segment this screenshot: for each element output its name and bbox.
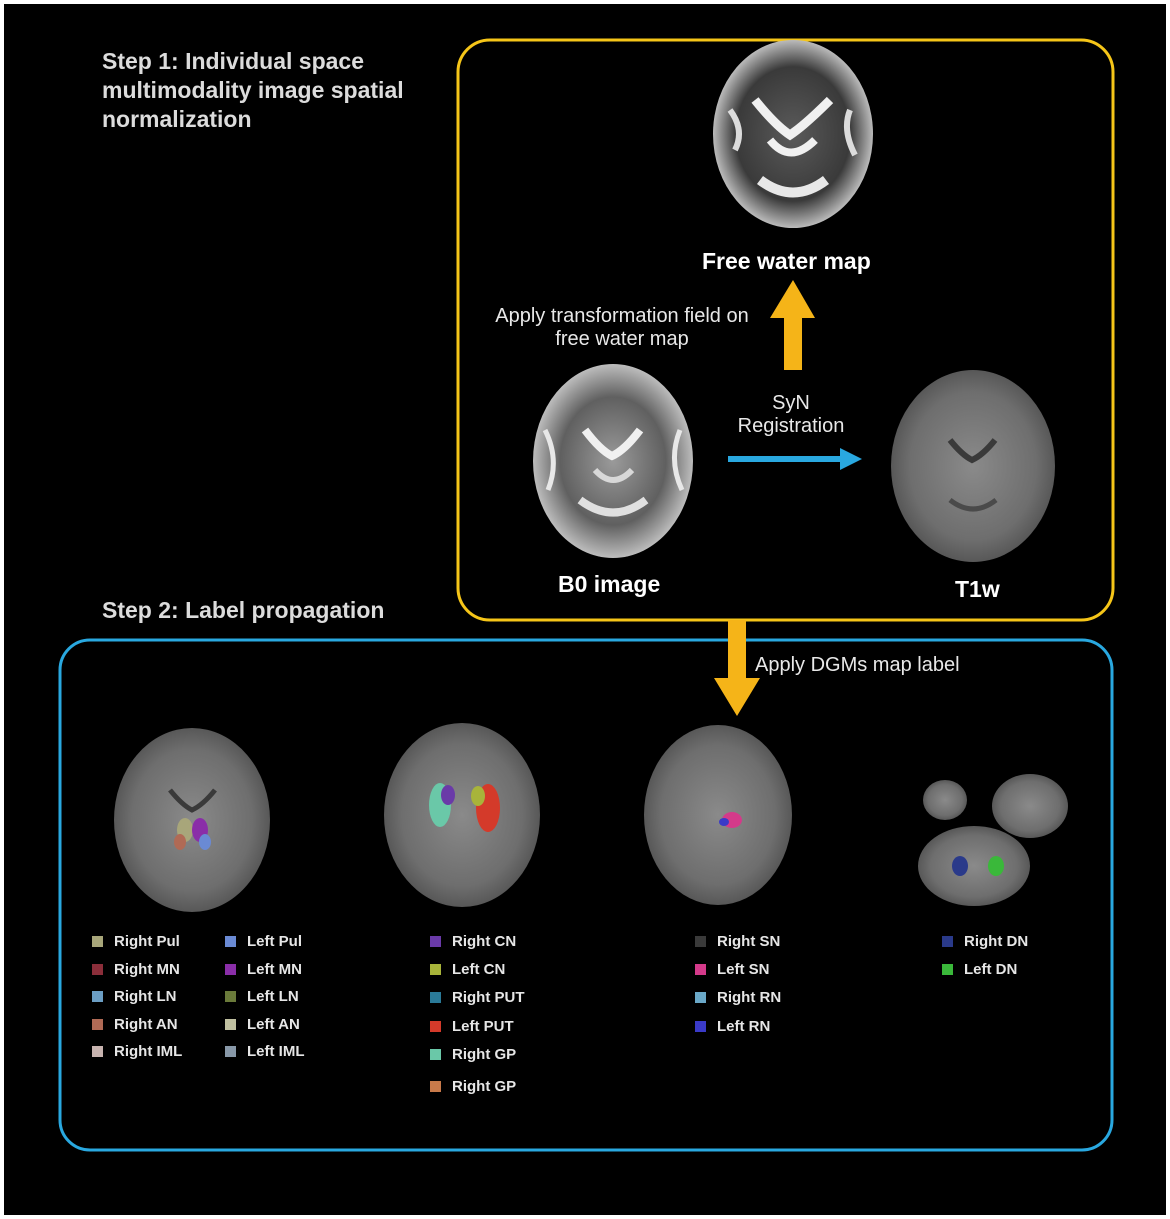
syn-caption-line-2: Registration — [737, 415, 845, 437]
apply-dgms-caption: Apply DGMs map label — [755, 654, 960, 676]
legend-swatch — [430, 1048, 441, 1060]
legend-label: Left DN — [964, 961, 1018, 978]
free-water-map-image — [713, 40, 873, 228]
t1w-image — [891, 370, 1055, 562]
legend-label: Right GP — [452, 1045, 517, 1063]
step1-title: Step 1: Individual space multimodality i… — [102, 47, 404, 134]
legend-label: Right CN — [452, 933, 517, 950]
transformation-caption-line-2: free water map — [555, 328, 689, 350]
down-arrow-icon — [714, 620, 760, 716]
figure-background — [4, 4, 1166, 1215]
legend-swatch — [225, 991, 236, 1002]
legend-label: Left LN — [247, 988, 299, 1005]
legend-swatch — [942, 964, 953, 975]
legend-swatch — [92, 1018, 103, 1030]
transformation-caption: Apply transformation field on free water… — [484, 305, 760, 351]
step1-title-line-2: multimodality image spatial — [102, 77, 404, 103]
legend-swatch — [942, 936, 953, 947]
legend-label: Right SN — [717, 933, 781, 950]
b0-image-label: B0 image — [558, 571, 661, 597]
legend-label: Left Pul — [247, 933, 302, 950]
legend-label: Left SN — [717, 961, 770, 979]
legend-swatch — [430, 1020, 441, 1032]
free-water-map-label: Free water map — [702, 248, 871, 274]
legend-swatch — [92, 936, 103, 947]
step2-box — [58, 638, 1114, 1152]
step1-title-line-3: normalization — [102, 106, 252, 132]
legend-label: Right RN — [717, 989, 782, 1007]
legend-label: Left MN — [247, 960, 302, 978]
syn-caption-line-1: SyN — [772, 392, 810, 414]
legend-swatch — [430, 1081, 441, 1092]
legend-label: Left AN — [247, 1015, 300, 1033]
legend-swatch — [225, 1018, 236, 1030]
legend-label: Left IML — [247, 1043, 305, 1060]
legend-label: Right IML — [114, 1043, 183, 1060]
right-arrow-icon — [728, 448, 862, 470]
legend-label: Right LN — [114, 988, 177, 1005]
legend-swatch — [225, 1046, 236, 1057]
legend-label: Right MN — [114, 960, 180, 978]
cerebellum-brain-image — [918, 774, 1068, 906]
legend-label: Left RN — [717, 1017, 771, 1035]
legend-swatch — [225, 936, 236, 947]
legend-swatch — [430, 992, 441, 1004]
b0-image — [533, 364, 693, 558]
t1w-label: T1w — [955, 576, 1000, 602]
step1-title-line-1: Step 1: Individual space — [102, 48, 365, 74]
legend-swatch — [695, 936, 706, 947]
legend-swatch — [92, 1046, 103, 1057]
legend-label: Right Pul — [114, 933, 180, 950]
legend-swatch — [92, 991, 103, 1002]
legend-swatch — [92, 963, 103, 975]
midbrain-brain-image — [644, 725, 792, 905]
legend-swatch — [695, 992, 706, 1004]
step1-box — [456, 38, 1115, 622]
step2-title: Step 2: Label propagation — [102, 597, 385, 623]
basal-ganglia-brain-image — [384, 723, 540, 907]
legend-swatch — [695, 1020, 706, 1032]
legend-swatch — [430, 936, 441, 947]
legend-label: Right PUT — [452, 989, 525, 1007]
transformation-caption-line-1: Apply transformation field on — [495, 305, 749, 327]
up-arrow-icon — [770, 280, 815, 370]
legend-swatch — [695, 964, 706, 976]
legend-label: Right DN — [964, 933, 1029, 950]
syn-registration-caption: SyN Registration — [730, 392, 852, 438]
legend-swatch — [225, 963, 236, 975]
legend-label: Left PUT — [452, 1017, 514, 1035]
legend-label: Right AN — [114, 1015, 178, 1033]
legend-label: Left CN — [452, 961, 506, 979]
legend-swatch — [430, 964, 441, 976]
legend-label: Right GP — [452, 1078, 517, 1095]
thalamus-brain-image — [114, 728, 270, 912]
